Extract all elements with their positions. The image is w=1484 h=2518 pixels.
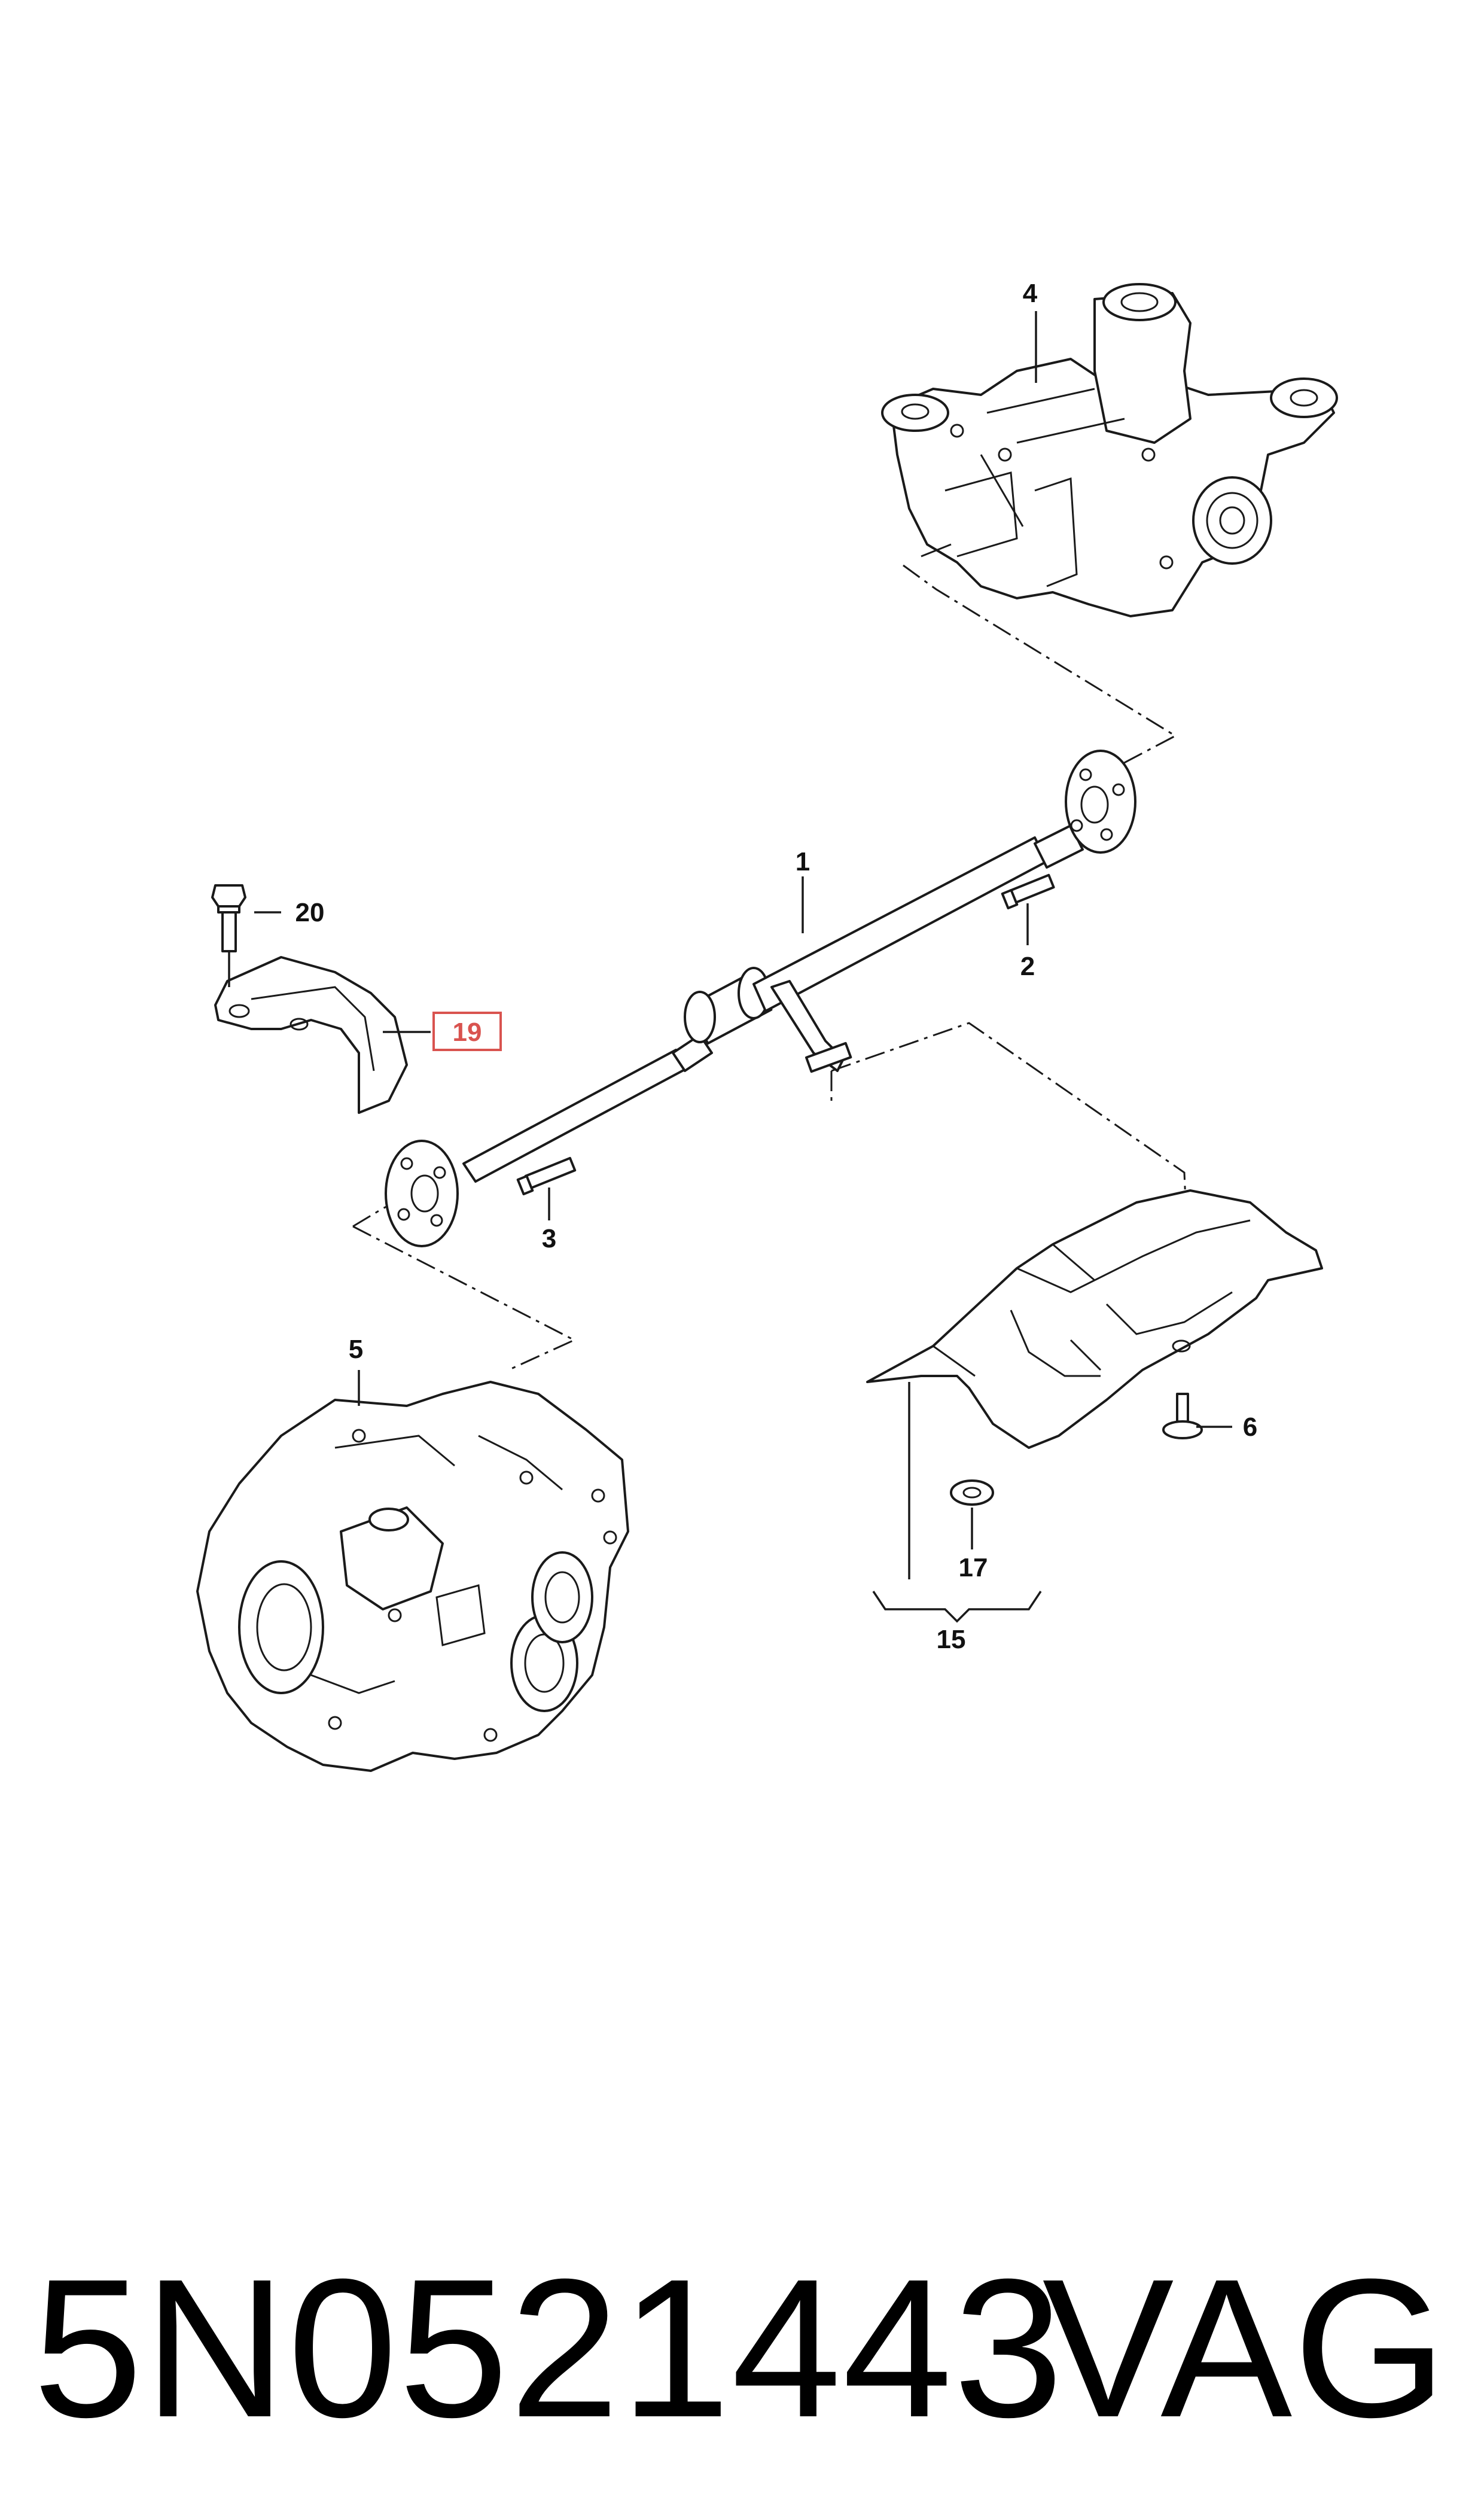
callout-4: 4 <box>1023 279 1038 308</box>
leader-lines <box>254 311 1042 1623</box>
callout-17: 17 <box>959 1553 988 1582</box>
callout-19-highlight-box <box>432 1012 502 1051</box>
propeller-shaft <box>385 750 1136 1247</box>
bolt-2 <box>1001 873 1055 910</box>
heat-shield-19 <box>214 956 408 1114</box>
callout-20: 20 <box>295 898 325 927</box>
callout-15: 15 <box>937 1625 966 1654</box>
callout-labels: 1 2 3 4 5 6 15 17 19 20 <box>295 279 1258 1654</box>
heat-shield-15 <box>866 1189 1323 1449</box>
part-number: 5N0521443 <box>33 2237 1065 2458</box>
gearbox <box>196 1381 629 1772</box>
callout-5: 5 <box>349 1335 363 1364</box>
callout-1: 1 <box>796 847 810 876</box>
rear-differential <box>881 283 1338 617</box>
callout-3: 3 <box>542 1224 556 1253</box>
bolt-20 <box>211 884 246 987</box>
bolt-6 <box>1162 1393 1232 1439</box>
callout-19: 19 <box>453 1018 482 1047</box>
callout-2: 2 <box>1020 952 1035 981</box>
exploded-parts-diagram: 1 2 3 4 5 6 15 17 19 20 <box>196 279 1338 1772</box>
callout-6: 6 <box>1243 1412 1257 1442</box>
bolt-3 <box>516 1156 577 1196</box>
washer-17 <box>950 1479 994 1549</box>
brand-label: VAG <box>1042 2237 1448 2458</box>
